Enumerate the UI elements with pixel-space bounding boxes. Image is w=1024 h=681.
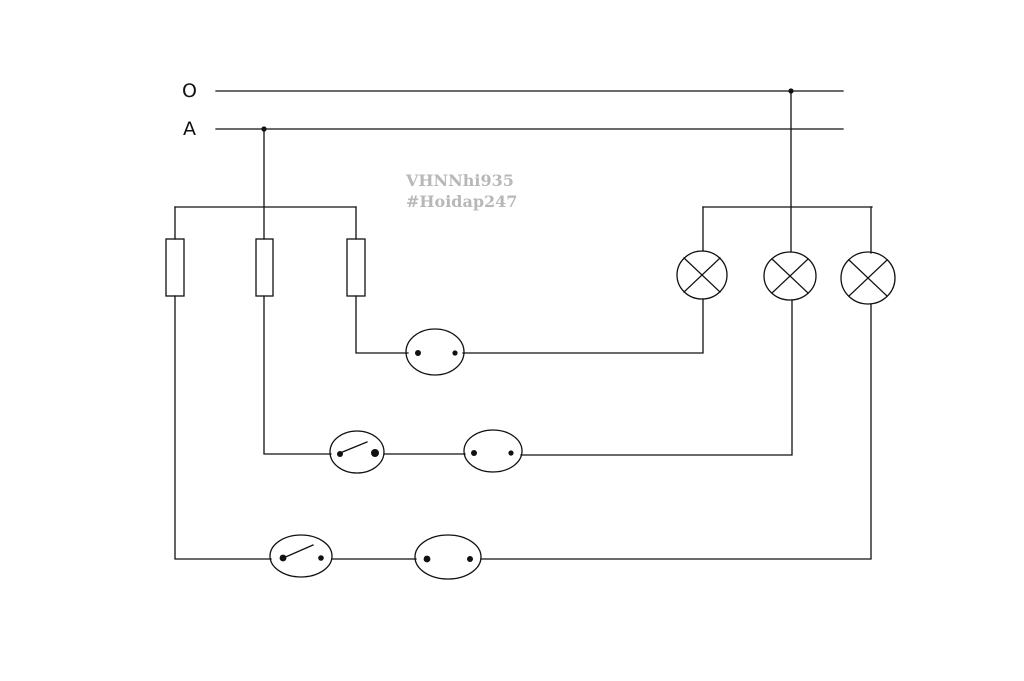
switch-2-pin-right <box>318 555 324 561</box>
switch-2-pin-left <box>279 554 287 562</box>
wire-branch-3-left <box>174 295 272 560</box>
socket-1-pin-right <box>452 350 458 356</box>
junction-neutral <box>788 88 794 94</box>
wire-branch-1-left <box>355 295 409 354</box>
switch-1-pin-left <box>337 451 343 457</box>
wire-branch-2-left <box>263 295 332 455</box>
switch-2 <box>269 534 333 578</box>
socket-2-pin-left <box>471 450 477 456</box>
wire-branch-1-right <box>462 298 704 354</box>
lamp-3 <box>840 251 896 305</box>
switch-1 <box>329 430 385 474</box>
socket-1 <box>405 328 465 376</box>
lamp-1 <box>676 250 728 300</box>
socket-3-pin-left <box>423 555 431 563</box>
watermark-tag: #Hoidap247 <box>406 192 518 211</box>
socket-3-pin-right <box>467 556 473 562</box>
wire-branch-3-right <box>480 303 872 560</box>
fuse-2 <box>255 238 274 297</box>
socket-1-pin-left <box>415 350 421 356</box>
rail-phase-label: A <box>183 118 196 140</box>
rail-neutral-label: O <box>182 80 197 102</box>
fuse-1 <box>165 238 185 297</box>
fuse-3 <box>346 238 366 297</box>
watermark-author: VHNNhi935 <box>406 171 514 190</box>
wire-branch-2-right <box>520 299 793 456</box>
socket-2 <box>463 429 523 473</box>
lamp-2 <box>763 251 817 301</box>
socket-2-pin-right <box>508 450 514 456</box>
socket-3 <box>414 534 482 580</box>
junction-phase <box>261 126 267 132</box>
switch-1-pin-right <box>371 449 379 457</box>
